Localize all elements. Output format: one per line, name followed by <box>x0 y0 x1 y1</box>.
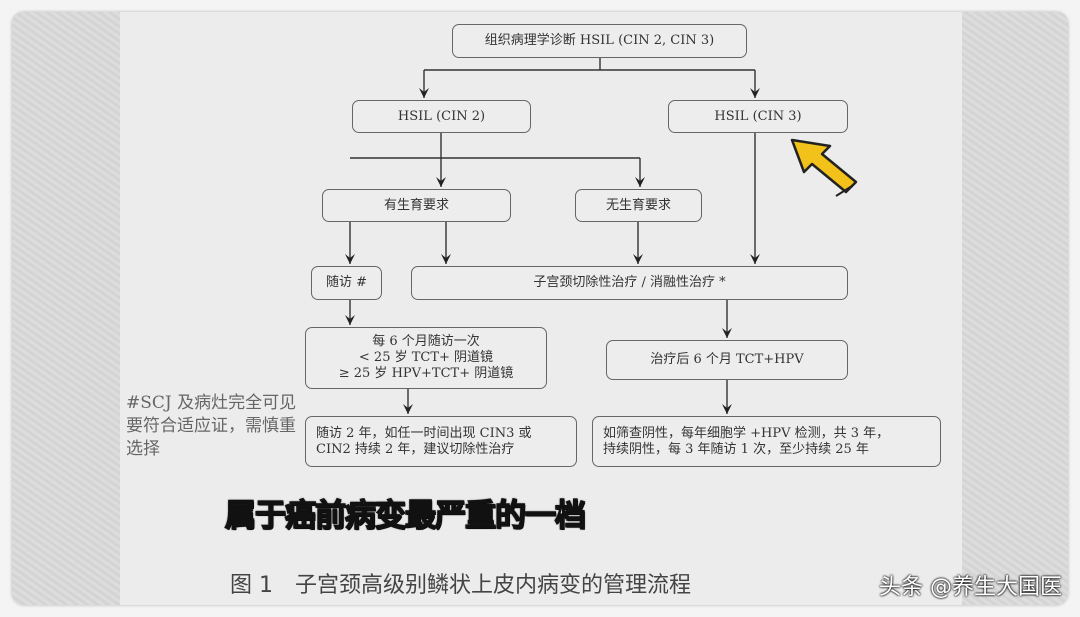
highlight-arrow-icon <box>790 138 858 197</box>
figure-caption: 图 1 子宫颈高级别鳞状上皮内病变的管理流程 <box>230 567 691 599</box>
follow-up-box: 随访 # <box>311 266 382 300</box>
footnote: #SCJ 及病灶完全可见 要符合适应证，需慎重选择 <box>126 393 297 459</box>
video-subtitle: 属于癌前病变最严重的一档 <box>224 497 587 535</box>
follow-up-outcome-box: 随访 2 年，如任一时间出现 CIN3 或 CIN2 持续 2 年，建议切除性治… <box>305 416 577 467</box>
fertility-yes-box: 有生育要求 <box>322 189 511 222</box>
follow-up-schedule-box: 每 6 个月随访一次 < 25 岁 TCT+ 阴道镜 ≥ 25 岁 HPV+TC… <box>305 327 547 389</box>
connector-cin2 <box>350 133 640 159</box>
cin2-box: HSIL (CIN 2) <box>352 100 531 133</box>
connector-root <box>424 58 755 71</box>
root-diagnosis-box: 组织病理学诊断 HSIL (CIN 2, CIN 3) <box>452 24 747 58</box>
cin3-box: HSIL (CIN 3) <box>668 100 848 133</box>
fertility-no-box: 无生育要求 <box>575 189 702 222</box>
watermark: 头条 @养生大国医 <box>879 575 1062 600</box>
post-treatment-box: 治疗后 6 个月 TCT+HPV <box>606 340 848 380</box>
treatment-box: 子宫颈切除性治疗 / 消融性治疗 * <box>411 266 848 300</box>
post-treatment-outcome-box: 如筛查阴性，每年细胞学 +HPV 检测，共 3 年， 持续阴性，每 3 年随访 … <box>592 416 941 467</box>
background-paper-right <box>962 12 1068 605</box>
caption-number: 图 1 <box>230 573 273 598</box>
caption-text: 子宫颈高级别鳞状上皮内病变的管理流程 <box>295 573 692 598</box>
background-paper-left <box>12 12 120 605</box>
